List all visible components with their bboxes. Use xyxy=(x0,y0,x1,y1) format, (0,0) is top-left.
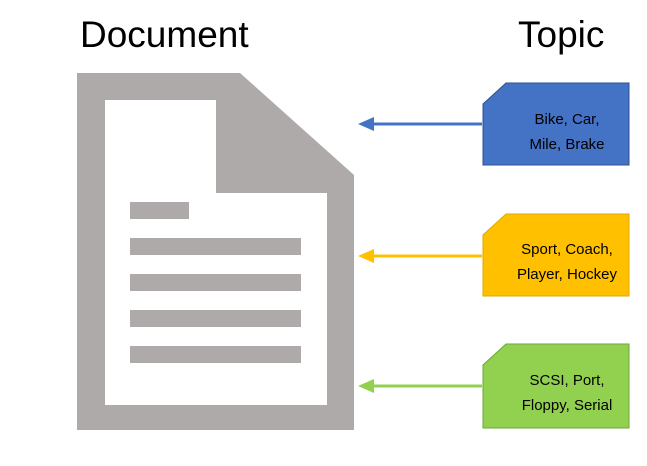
document-text-line xyxy=(130,274,301,291)
topic-group-2: Sport, Coach, Player, Hockey xyxy=(358,213,630,297)
topic-arrow-2-head xyxy=(358,249,374,263)
topic-tag-1 xyxy=(482,82,630,166)
topic-tag-3-line-1: SCSI, Port, xyxy=(529,372,604,389)
document-text-line xyxy=(130,238,301,255)
document-fold-corner xyxy=(242,110,301,166)
document-text-line-short xyxy=(130,202,189,219)
topic-tag-1-line-1: Bike, Car, xyxy=(534,111,599,128)
topic-tag-2-line-2: Player, Hockey xyxy=(517,266,618,283)
topic-tag-2 xyxy=(482,213,630,297)
document-text-line xyxy=(130,310,301,327)
topic-group-1: Bike, Car, Mile, Brake xyxy=(358,82,630,166)
topic-arrow-1-head xyxy=(358,117,374,131)
topic-tag-1-line-2: Mile, Brake xyxy=(529,136,604,153)
topic-group-3: SCSI, Port, Floppy, Serial xyxy=(358,343,630,429)
topic-arrow-3-head xyxy=(358,379,374,393)
topic-tag-3 xyxy=(482,343,630,429)
topic-tag-3-line-2: Floppy, Serial xyxy=(522,397,613,414)
topic-heading: Topic xyxy=(518,14,605,55)
topic-tag-2-line-1: Sport, Coach, xyxy=(521,241,613,258)
document-icon xyxy=(77,73,354,430)
document-heading: Document xyxy=(80,14,249,55)
document-text-line xyxy=(130,346,301,363)
